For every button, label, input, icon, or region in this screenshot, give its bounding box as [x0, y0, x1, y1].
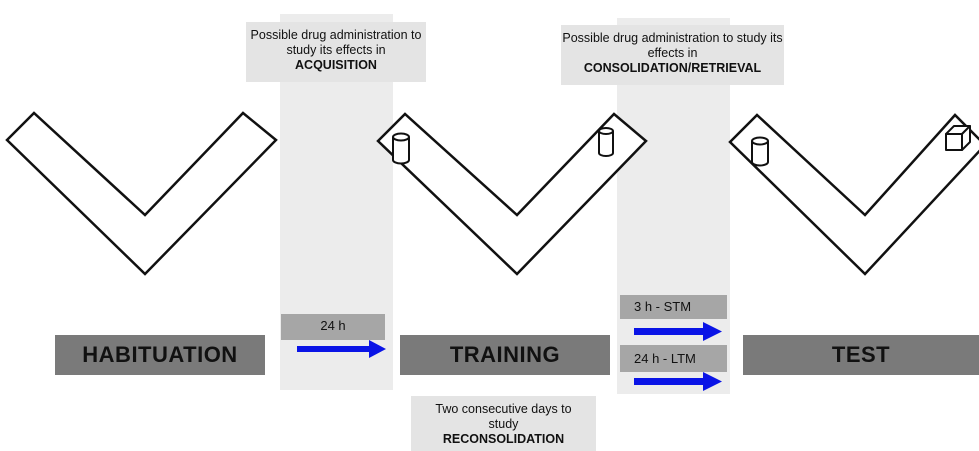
acquisition-note: Possible drug administration to study it… — [246, 22, 426, 82]
acquisition-note-bold: ACQUISITION — [295, 58, 377, 72]
stage-habituation: HABITUATION — [55, 335, 265, 375]
cylinder-object-training-left — [392, 132, 410, 165]
arrow-stm — [634, 322, 722, 341]
consolidation-note-bold: CONSOLIDATION/RETRIEVAL — [583, 61, 762, 75]
reconsolidation-note-text: Two consecutive days to study — [435, 402, 572, 431]
reconsolidation-note-bold: RECONSOLIDATION — [442, 432, 565, 446]
reconsolidation-note: Two consecutive days to study RECONSOLID… — [411, 396, 596, 451]
arrow-first-interval — [297, 340, 386, 358]
v-maze-training — [376, 112, 648, 276]
v-maze-test — [728, 113, 979, 276]
interval-box-first: 24 h — [281, 314, 385, 340]
cylinder-object-training-right — [598, 127, 614, 157]
cylinder-object-test — [751, 136, 769, 167]
stage-training: TRAINING — [400, 335, 610, 375]
consolidation-note: Possible drug administration to study it… — [561, 25, 784, 85]
v-maze-habituation — [5, 111, 278, 276]
stage-test: TEST — [743, 335, 979, 375]
arrow-ltm — [634, 372, 722, 391]
interval-box-ltm: 24 h - LTM — [620, 345, 727, 372]
acquisition-note-text: Possible drug administration to study it… — [250, 28, 422, 57]
cube-object-test — [945, 125, 971, 151]
interval-box-stm: 3 h - STM — [620, 295, 727, 319]
consolidation-note-text: Possible drug administration to study it… — [562, 31, 783, 60]
